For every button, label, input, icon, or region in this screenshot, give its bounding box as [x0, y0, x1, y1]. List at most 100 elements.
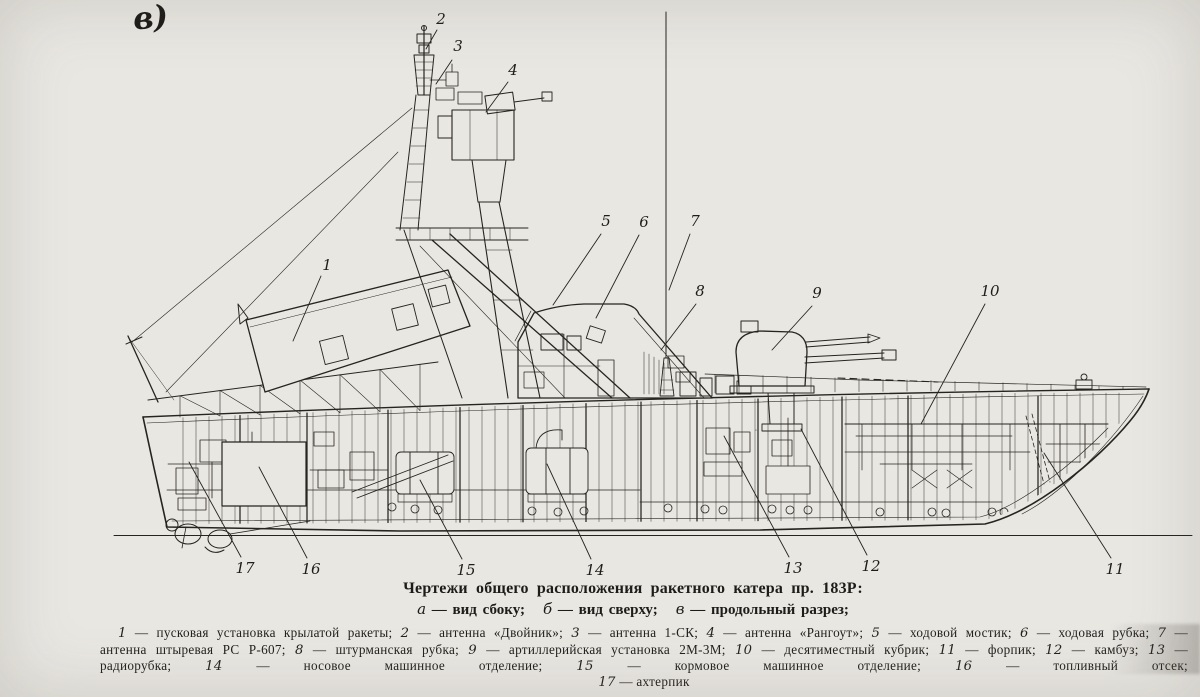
legend-item-label: — антенна «Двойник»;: [409, 625, 572, 640]
legend-item-number: 3: [571, 626, 580, 641]
view-entry: б — вид сверху;: [543, 600, 658, 618]
sk-antenna: [429, 63, 459, 87]
figure-caption: Чертежи общего расположения ракетного ка…: [33, 580, 1200, 619]
legend-item-label: — штурманская рубка;: [303, 641, 469, 657]
callout-number-17: 17: [235, 559, 255, 575]
callout-leader-15: [419, 479, 463, 560]
legend-item-label: — ходовая рубка;: [1028, 625, 1158, 640]
callout-leader-13: [723, 435, 790, 558]
callout-leader-8: [660, 303, 697, 351]
legend-item-label: — камбуз;: [1062, 641, 1148, 657]
radio-room-gear: [703, 427, 751, 477]
legend-item-number: 14: [205, 659, 223, 675]
legend-item-label: — радиорубка;: [100, 641, 1188, 674]
callout-leader-6: [595, 234, 640, 319]
legend-item-number: 2: [400, 626, 410, 641]
legend-item-label: — пусковая установка крылатой ракеты;: [126, 625, 401, 640]
figure-legend: 1 — пусковая установка крылатой ракеты; …: [100, 625, 1188, 675]
legend-item-label: — ахтерпик: [615, 674, 690, 689]
legend-item-label: — артиллерийская установка 2М-3М;: [477, 641, 735, 657]
callout-number-4: 4: [507, 61, 518, 79]
legend-item-label: — десятиместный кубрик;: [752, 641, 939, 657]
missile-launcher: [237, 269, 471, 393]
legend-item-label: — топливный отсек;: [972, 658, 1189, 674]
view-entry: в — продольный разрез;: [676, 600, 849, 618]
stern-boom: [125, 335, 175, 403]
crew-bunks: [861, 423, 1011, 489]
legend-item-number: 12: [1045, 642, 1063, 658]
whip-antenna: [659, 11, 675, 397]
callout-leader-2: [425, 29, 438, 50]
legend-item-label: — антенна 1-СК;: [579, 625, 707, 640]
callout-number-13: 13: [783, 559, 802, 575]
callout-number-16: 16: [301, 560, 321, 575]
callout-number-2: 2: [435, 10, 446, 28]
forward-engine: [525, 429, 589, 503]
caption-title: Чертежи общего расположения ракетного ка…: [403, 580, 863, 597]
callout-leader-17: [188, 461, 242, 558]
hull-frames: [182, 392, 1120, 524]
railing-stanchions: [714, 374, 1124, 394]
callout-number-12: 12: [861, 557, 880, 575]
callout-leader-7: [668, 233, 691, 291]
legend-item-label: — ходовой мостик;: [880, 625, 1020, 640]
callout-number-8: 8: [695, 282, 705, 300]
callout-number-9: 9: [812, 284, 822, 302]
fuel-tank-box: [221, 431, 375, 507]
callout-leader-4: [485, 81, 509, 113]
legend-item-label: — форпик;: [955, 641, 1046, 657]
mast-stays: [131, 107, 413, 393]
forepeak-gear: [1025, 413, 1115, 506]
callout-number-7: 7: [690, 212, 700, 230]
legend-item-number: 1: [118, 626, 127, 641]
caption-views: а — вид сбоку; б — вид сверху; в — продоль…: [33, 600, 1200, 619]
view-key: а: [417, 600, 427, 618]
callout-number-1: 1: [322, 256, 332, 274]
legend-item-number: 8: [294, 642, 304, 658]
view-key: б: [543, 600, 553, 618]
legend-item-number: 10: [734, 642, 753, 658]
legend-item-number: 11: [938, 642, 956, 658]
callout-leader-1: [292, 275, 322, 342]
legend-item-number: 16: [954, 659, 973, 675]
view-label: — вид сверху;: [552, 602, 658, 618]
callout-number-5: 5: [601, 212, 611, 230]
rangout-radar: [437, 91, 553, 161]
foredeck-railing: [704, 373, 1147, 394]
view-entry: а — вид сбоку;: [417, 600, 525, 618]
callout-number-14: 14: [585, 561, 604, 575]
legend-item-label: — антенна «Рангоут»;: [715, 625, 872, 640]
legend-item-label: — кормовое машинное отделение;: [593, 658, 955, 674]
callout-leader-5: [552, 233, 602, 306]
legend-item-number: 5: [871, 626, 881, 641]
legend-item-number: 17: [598, 675, 616, 690]
aft-engine: [351, 451, 455, 503]
bulkheads: [239, 395, 1039, 524]
gun-mount: [729, 320, 897, 432]
callout-number-6: 6: [639, 213, 649, 231]
callout-number-15: 15: [456, 561, 475, 575]
legend-item-number: 13: [1147, 642, 1166, 658]
legend-item-number: 9: [468, 642, 477, 658]
legend-item-number: 4: [706, 626, 716, 641]
inner-decks: [166, 423, 1109, 503]
figure-legend-last: 17 — ахтерпик: [100, 674, 1188, 690]
callout-leader-14: [546, 463, 592, 560]
legend-item-number: 6: [1019, 626, 1029, 641]
hull-outline: [142, 388, 1150, 532]
afterpeak-gear: [175, 439, 227, 511]
view-label: — продольный разрез;: [684, 602, 849, 618]
callout-leader-10: [920, 303, 986, 425]
view-label: — вид сбоку;: [426, 602, 525, 618]
callout-number-3: 3: [453, 37, 463, 55]
legend-item-label: — носовое машинное отделение;: [222, 658, 577, 674]
callout-leader-11: [1043, 452, 1112, 559]
gun-barrels: [804, 333, 897, 364]
lattice-mast: [395, 25, 631, 399]
callout-leader-12: [800, 428, 868, 556]
legend-item-label: — антенна штыревая РС Р-607;: [100, 625, 1188, 657]
legend-item-number: 15: [576, 659, 594, 675]
galley-gear: [755, 417, 811, 495]
